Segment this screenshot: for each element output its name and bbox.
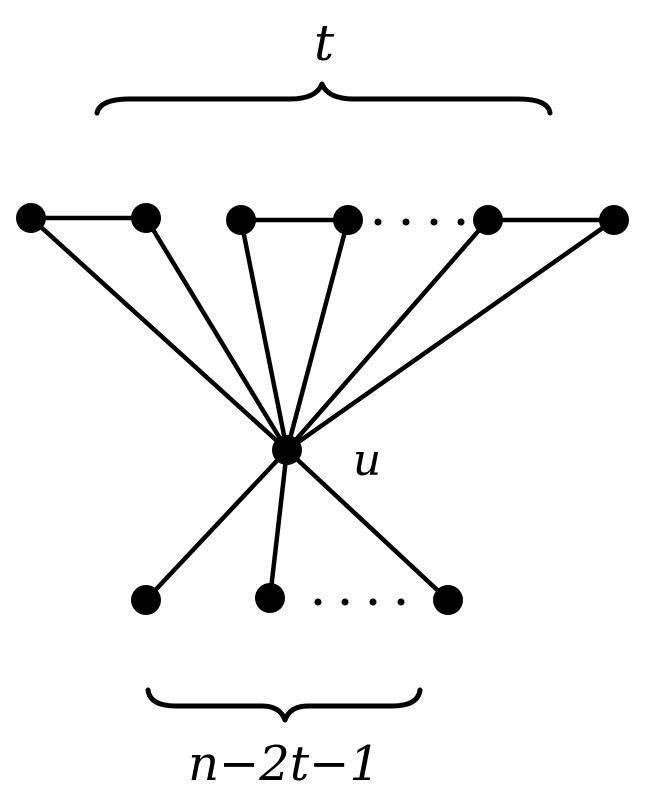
ellipsis-dot [397, 598, 405, 606]
top-ellipsis [374, 218, 465, 226]
edge-u-b2 [284, 217, 351, 453]
edge-u-c2 [267, 447, 290, 601]
vertex-a1 [16, 203, 46, 233]
ellipsis-dot [341, 598, 349, 606]
vertex-c3 [433, 585, 463, 615]
ellipsis-dot [374, 218, 382, 226]
edge-u-a2 [238, 217, 290, 453]
ellipsis-dot [314, 598, 322, 606]
edge-u-c3 [284, 447, 451, 603]
ellipsis-dot [457, 218, 465, 226]
vertex-c1 [131, 585, 161, 615]
ellipsis-dot [369, 598, 377, 606]
bottom-brace-label: n−2t−1 [188, 736, 380, 792]
top-brace-label: t [314, 14, 335, 72]
bottom-ellipsis [314, 598, 405, 606]
ellipsis-dot [402, 218, 410, 226]
top-brace [94, 81, 553, 116]
vertex-u-label: u [353, 435, 381, 486]
bottom-brace [145, 687, 423, 723]
edge-u-b3 [284, 217, 617, 453]
vertex-a3 [473, 205, 503, 235]
vertex-a2 [226, 205, 256, 235]
ellipsis-dot [430, 218, 438, 226]
edge-u-a3 [284, 217, 491, 453]
vertex-u [272, 435, 302, 465]
vertex-b3 [599, 205, 629, 235]
edge-u-c1 [143, 447, 290, 603]
vertex-b2 [333, 205, 363, 235]
vertex-c2 [255, 583, 285, 613]
edge-u-a1 [28, 215, 290, 453]
edge-u-b1 [143, 215, 290, 453]
vertex-b1 [131, 203, 161, 233]
